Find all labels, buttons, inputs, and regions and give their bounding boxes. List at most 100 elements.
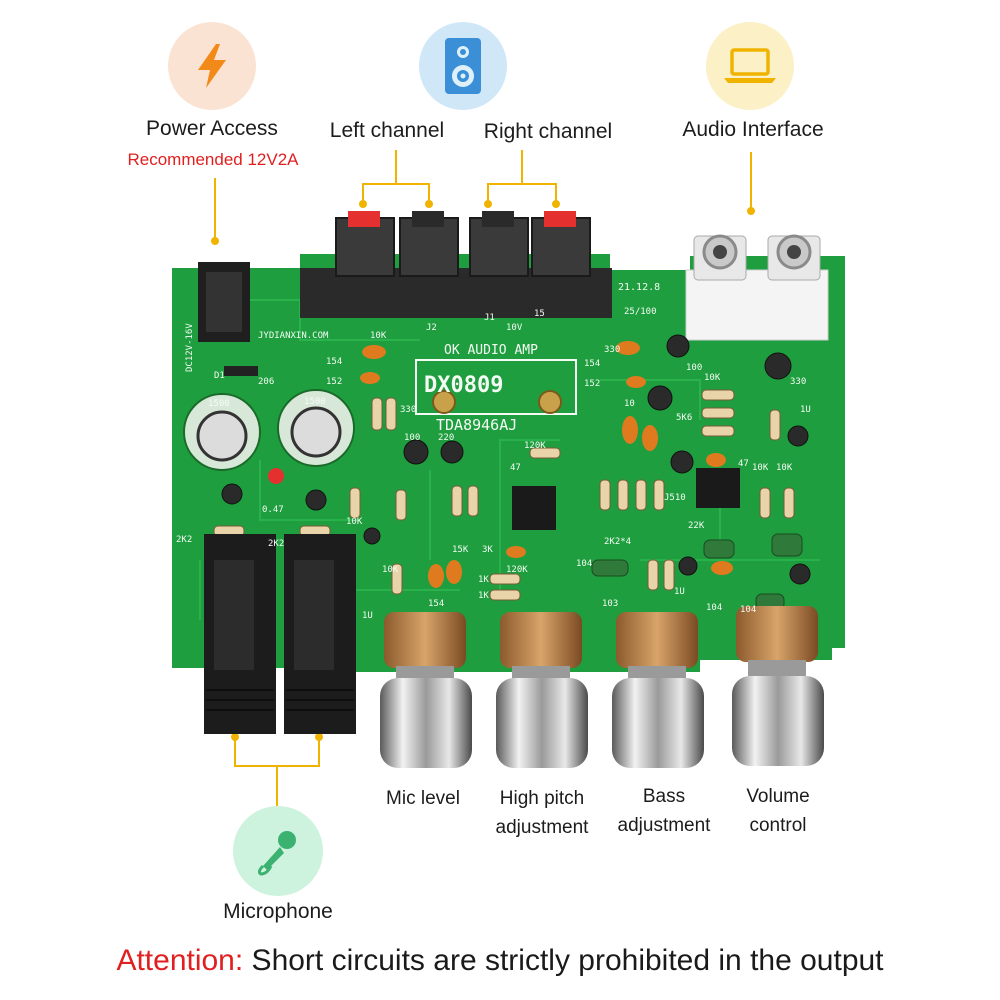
svg-text:104: 104 [576,559,592,569]
svg-text:1U: 1U [674,587,685,597]
svg-text:2K2*4: 2K2*4 [604,537,631,547]
diode [224,366,258,376]
svg-text:152: 152 [584,379,600,389]
laptop-icon-circle [706,22,794,110]
volume-line1: Volume [746,786,810,807]
svg-text:10K: 10K [776,463,793,473]
board-title: OK AUDIO AMP [444,343,538,358]
svg-text:154: 154 [428,599,444,609]
screw-right [538,390,562,414]
power-recommendation: Recommended 12V2A [127,150,299,169]
audio-interface-label: Audio Interface [682,118,824,141]
svg-text:154: 154 [584,359,600,369]
power-led [268,468,284,484]
board-date: 21.12.8 [618,282,660,293]
svg-text:1K: 1K [478,591,489,601]
component-labels: 1500 1500 D1 206 154 152 10K 330 100 220… [176,307,811,621]
volume-line2: control [749,815,807,836]
svg-text:1500: 1500 [208,399,230,409]
volume-knob [732,606,824,766]
svg-text:1500: 1500 [304,397,326,407]
attention-label: Attention: [116,944,244,977]
svg-text:5K6: 5K6 [676,413,692,423]
svg-text:120K: 120K [506,565,528,575]
preamp-ic-left [512,486,556,530]
speaker-icon [445,38,481,94]
high-pitch-label: High pitch adjustment [482,784,602,842]
board-model: DX0809 [424,373,503,398]
svg-text:1U: 1U [362,611,373,621]
svg-text:D1: D1 [214,371,225,381]
volume-label: Volume control [720,782,836,840]
microphone-label: Microphone [223,900,333,923]
screw-left [432,390,456,414]
bass-line2: adjustment [617,815,711,836]
svg-text:104: 104 [740,605,756,615]
high-pitch-line2: adjustment [495,817,589,838]
svg-text:330: 330 [400,405,416,415]
mic-level-label: Mic level [386,788,460,809]
power-icon-circle [168,22,256,110]
svg-text:10K: 10K [704,373,721,383]
microphone-icon [257,831,296,876]
svg-text:3K: 3K [482,545,493,555]
svg-text:220: 220 [438,433,454,443]
mic-level-knob [380,612,472,768]
svg-text:47: 47 [510,463,521,473]
svg-text:2K2: 2K2 [176,535,192,545]
svg-text:104: 104 [706,603,722,613]
speaker-icon-circle [419,22,507,110]
svg-text:330: 330 [604,345,620,355]
bass-line1: Bass [642,786,686,807]
rca-housing [685,269,829,341]
svg-text:10: 10 [624,399,635,409]
power-access-label: Power Access [146,117,278,140]
svg-text:22K: 22K [688,521,705,531]
bass-label: Bass adjustment [604,782,724,840]
svg-text:2K2: 2K2 [268,539,284,549]
svg-text:15K: 15K [452,545,469,555]
svg-text:J510: J510 [664,493,686,503]
svg-text:154: 154 [326,357,342,367]
svg-text:1K: 1K [478,575,489,585]
attention-notice: Attention: Short circuits are strictly p… [0,944,1000,978]
svg-text:100: 100 [404,433,420,443]
svg-text:330: 330 [790,377,806,387]
svg-text:15: 15 [534,309,545,319]
svg-text:206: 206 [258,377,274,387]
svg-text:152: 152 [326,377,342,387]
preamp-ic-right [696,468,740,508]
svg-text:47: 47 [738,459,749,469]
high-pitch-line1: High pitch [499,788,585,809]
svg-text:J1: J1 [484,313,495,323]
left-terminal-red [348,211,380,227]
board-power-rating: DC12V-16V [185,323,195,372]
svg-text:100: 100 [686,363,702,373]
high-pitch-knob [496,612,588,768]
svg-text:103: 103 [602,599,618,609]
right-terminal-black [482,211,514,227]
right-channel-label: Right channel [483,120,613,143]
svg-text:10K: 10K [370,331,387,341]
right-terminal-red [544,211,576,227]
svg-text:0.47: 0.47 [262,505,284,515]
lightning-icon [198,44,226,88]
svg-text:10V: 10V [506,323,523,333]
bass-knob [612,612,704,768]
svg-text:10K: 10K [346,517,363,527]
svg-text:25/100: 25/100 [624,307,657,317]
svg-text:1U: 1U [800,405,811,415]
svg-text:10K: 10K [382,565,399,575]
left-terminal-black [412,211,444,227]
board-brand: JYDIANXIN.COM [258,331,329,341]
microphone-icon-circle [233,806,323,896]
attention-text: Short circuits are strictly prohibited i… [243,944,884,977]
left-channel-label: Left channel [329,119,445,142]
board-chip: TDA8946AJ [436,416,517,434]
svg-text:120K: 120K [524,441,546,451]
laptop-icon [724,48,776,83]
svg-text:J2: J2 [426,323,437,333]
svg-text:10K: 10K [752,463,769,473]
